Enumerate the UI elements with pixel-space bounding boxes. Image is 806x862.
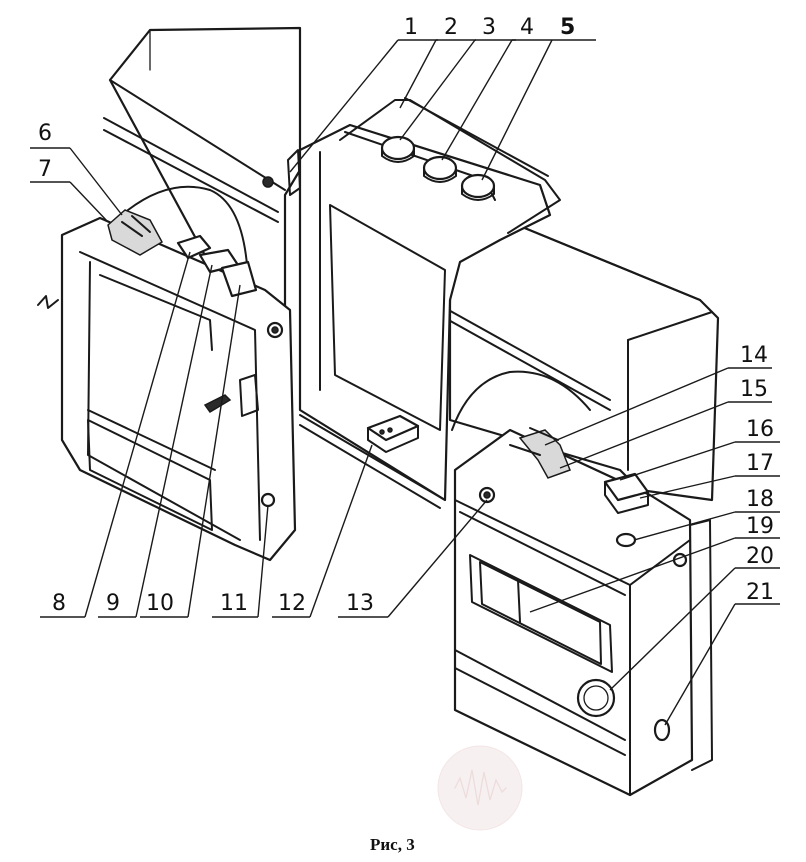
callout-10: 10	[146, 591, 174, 616]
callout-21: 21	[746, 580, 774, 605]
callout-labels: 1 2 3 4 5 6 7 8 9 10 11 12 13 14 15 16 1…	[38, 15, 774, 616]
callout-4: 4	[520, 15, 534, 40]
callout-16: 16	[746, 417, 774, 442]
knob-2-icon	[422, 155, 458, 181]
right-front-unit	[453, 427, 713, 797]
callout-8: 8	[52, 591, 66, 616]
callout-7: 7	[38, 157, 52, 182]
callout-1: 1	[404, 15, 418, 40]
callout-17: 17	[746, 451, 774, 476]
callout-2: 2	[444, 15, 458, 40]
knob-3-icon	[460, 173, 496, 199]
callout-15: 15	[740, 377, 768, 402]
callout-12: 12	[278, 591, 306, 616]
watermark-logo	[437, 745, 523, 831]
knob-1-icon	[380, 135, 416, 161]
callout-11: 11	[220, 591, 248, 616]
callout-6: 6	[38, 121, 52, 146]
tuning-knob-icon	[576, 678, 616, 718]
callout-5: 5	[560, 15, 575, 40]
callout-18: 18	[746, 487, 774, 512]
callout-20: 20	[746, 544, 774, 569]
callout-13: 13	[346, 591, 374, 616]
figure-caption: Рис, 3	[370, 835, 415, 854]
callout-19: 19	[746, 514, 774, 539]
central-body	[298, 97, 561, 509]
callout-3: 3	[482, 15, 496, 40]
callout-leaders	[30, 39, 780, 726]
callout-14: 14	[740, 343, 768, 368]
callout-9: 9	[106, 591, 120, 616]
screw-icon	[262, 176, 274, 188]
